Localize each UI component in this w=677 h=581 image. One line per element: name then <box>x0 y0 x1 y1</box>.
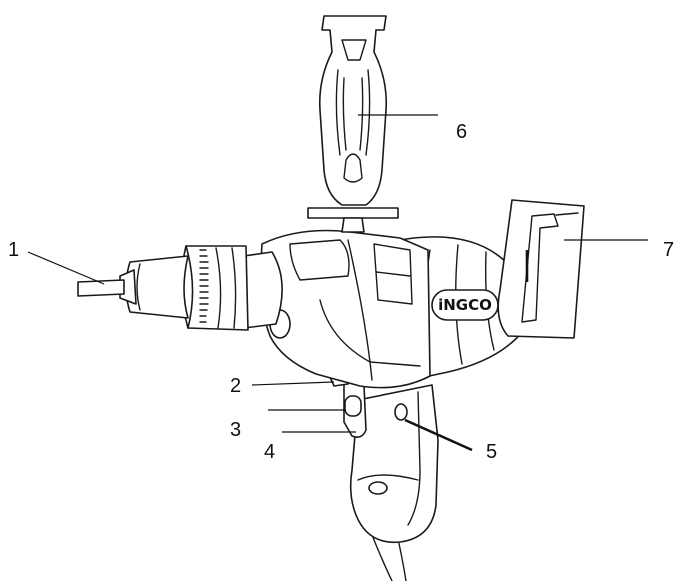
trigger-assembly <box>329 373 367 438</box>
callout-7-label: 7 <box>663 239 674 261</box>
callout-3-label: 3 <box>230 419 241 441</box>
callout-labels: 1 2 3 4 5 6 7 <box>8 121 674 463</box>
callout-2-label: 2 <box>230 375 241 397</box>
gear-housing <box>260 229 431 389</box>
drill-bit <box>77 279 125 297</box>
callout-4-label: 4 <box>264 441 275 463</box>
rear-switch-housing <box>497 199 585 339</box>
speed-knob-shape <box>394 403 408 421</box>
leader-2 <box>251 381 335 386</box>
callout-1-label: 1 <box>8 239 19 261</box>
leader-1 <box>27 251 105 285</box>
callout-6-label: 6 <box>456 121 467 143</box>
callout-5-label: 5 <box>486 441 497 463</box>
trigger-switch-shape <box>344 395 362 417</box>
chuck <box>77 245 249 331</box>
grip-hole <box>368 481 388 495</box>
chuck-sleeve <box>243 251 283 329</box>
brand-logo: iNGCO <box>438 296 492 314</box>
leader-lines <box>27 114 648 452</box>
brand-plate: iNGCO <box>431 289 499 321</box>
auxiliary-handle <box>307 15 399 233</box>
leader-5 <box>404 418 473 452</box>
